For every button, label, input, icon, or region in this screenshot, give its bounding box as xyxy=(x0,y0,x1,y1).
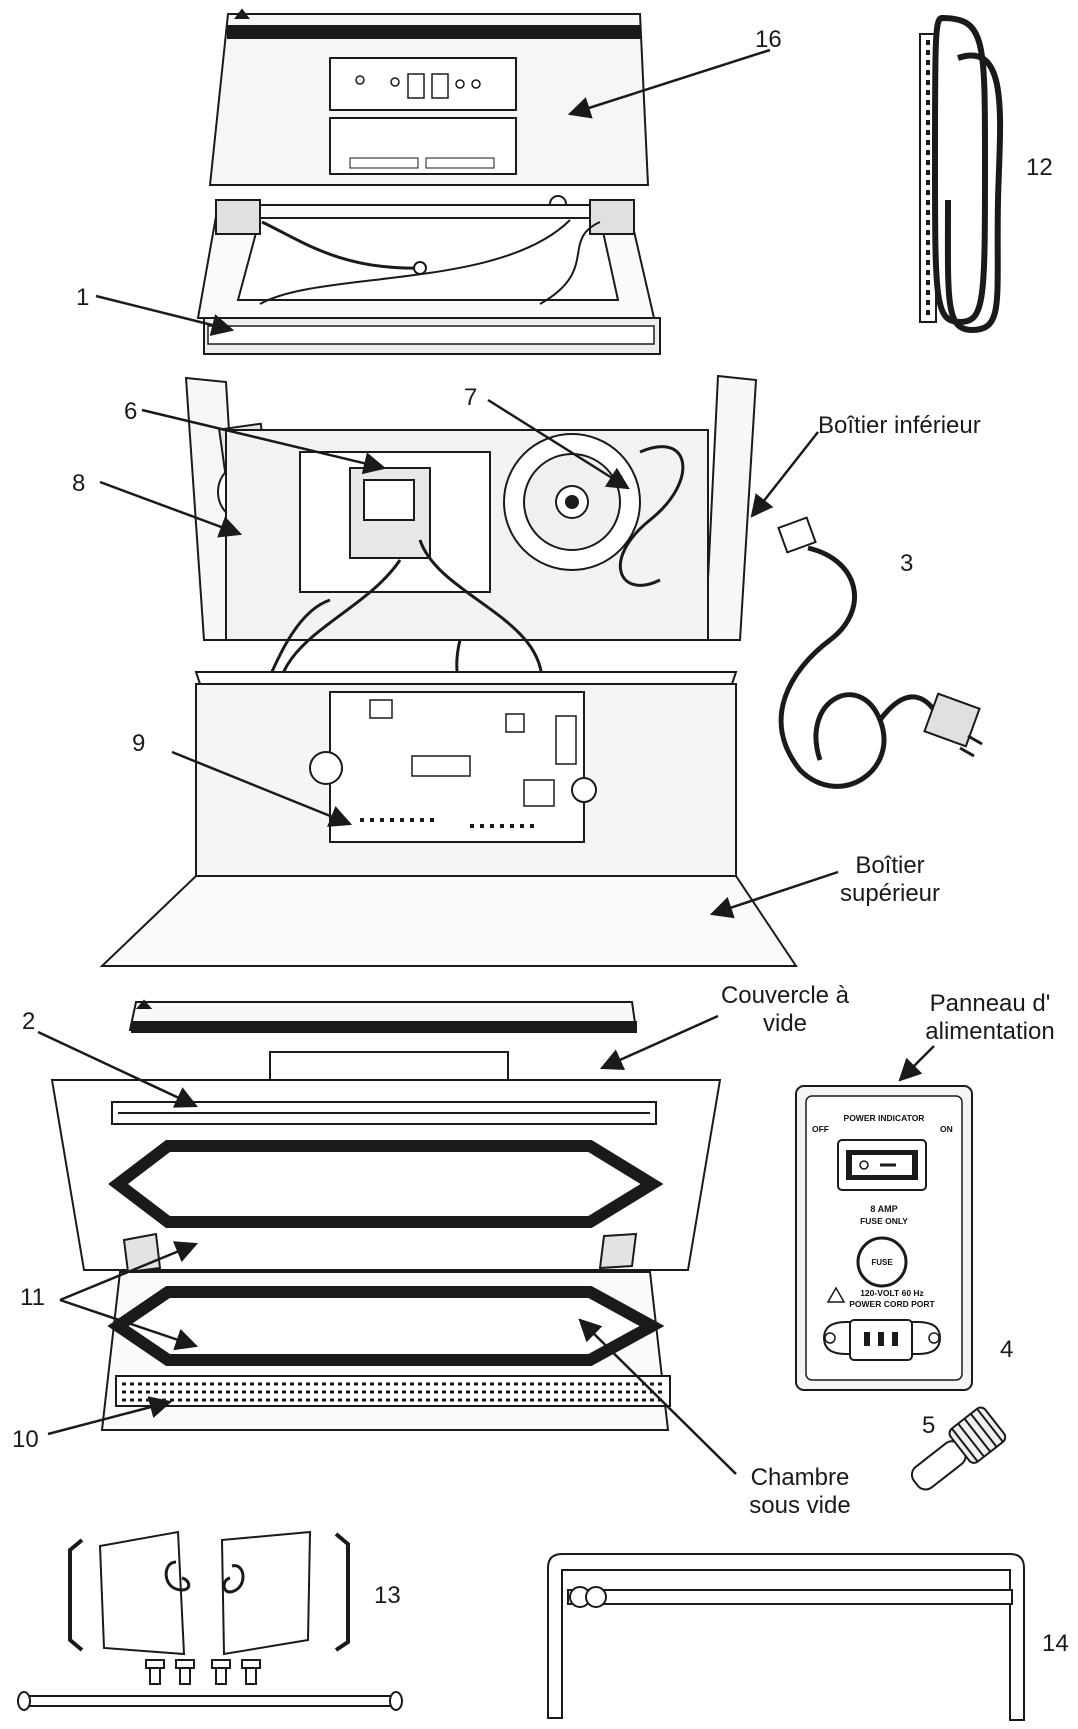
on-text: ON xyxy=(940,1124,953,1134)
label-panneau-1: Panneau d' xyxy=(929,990,1051,1017)
label-chambre-1: Chambre xyxy=(750,1464,850,1491)
callout-7: 7 xyxy=(464,384,478,411)
callout-arrows xyxy=(37,48,935,1475)
label-couvercle-1: Couvercle à xyxy=(720,982,850,1009)
label-boitier-inferieur: Boîtier inférieur xyxy=(818,412,981,439)
callout-8: 8 xyxy=(72,470,86,497)
callout-5: 5 xyxy=(922,1412,936,1439)
callout-2: 2 xyxy=(22,1008,36,1035)
callout-1: 1 xyxy=(76,284,90,311)
vacuum-lid-and-chamber xyxy=(50,999,722,1431)
label-boitier-superieur-2: supérieur xyxy=(839,880,941,907)
fuse-holder xyxy=(856,1236,908,1288)
callout-9: 9 xyxy=(132,730,146,757)
callout-10: 10 xyxy=(12,1426,39,1453)
power-cord-item-3 xyxy=(777,516,983,789)
fuse-text: FUSE xyxy=(871,1258,893,1267)
callout-16: 16 xyxy=(755,26,782,53)
off-text: OFF xyxy=(812,1124,829,1134)
label-panneau-2: alimentation xyxy=(925,1018,1055,1045)
top-lid-assembly xyxy=(196,8,661,355)
gasket-item-12 xyxy=(919,14,1004,334)
label-couvercle-2: vide xyxy=(762,1010,808,1037)
callout-3: 3 xyxy=(900,550,914,577)
power-panel: POWER INDICATOR OFF ON 8 AMP FUSE ONLY F… xyxy=(795,1085,973,1391)
fuse-item-4-5 xyxy=(910,1406,1007,1491)
power-indicator-text: POWER INDICATOR xyxy=(844,1113,925,1123)
bag-clamps-item-13 xyxy=(17,1530,403,1711)
callout-14: 14 xyxy=(1042,1630,1069,1657)
amp-text: 8 AMP xyxy=(870,1204,897,1214)
label-chambre-2: sous vide xyxy=(749,1492,851,1519)
label-boitier-superieur-1: Boîtier xyxy=(855,852,925,879)
upper-housing xyxy=(99,671,798,967)
callout-13: 13 xyxy=(374,1582,401,1609)
cord-port-text: POWER CORD PORT xyxy=(849,1299,935,1309)
warning-icon xyxy=(826,1286,846,1303)
callout-6: 6 xyxy=(124,398,138,425)
lower-housing xyxy=(184,374,758,758)
callout-11: 11 xyxy=(20,1284,45,1311)
callout-12: 12 xyxy=(1026,154,1053,181)
fuse-only-text: FUSE ONLY xyxy=(860,1216,908,1226)
volt-text: 120-VOLT 60 Hz xyxy=(860,1288,924,1298)
callout-4: 4 xyxy=(1000,1336,1014,1363)
rack-item-14 xyxy=(547,1553,1025,1721)
